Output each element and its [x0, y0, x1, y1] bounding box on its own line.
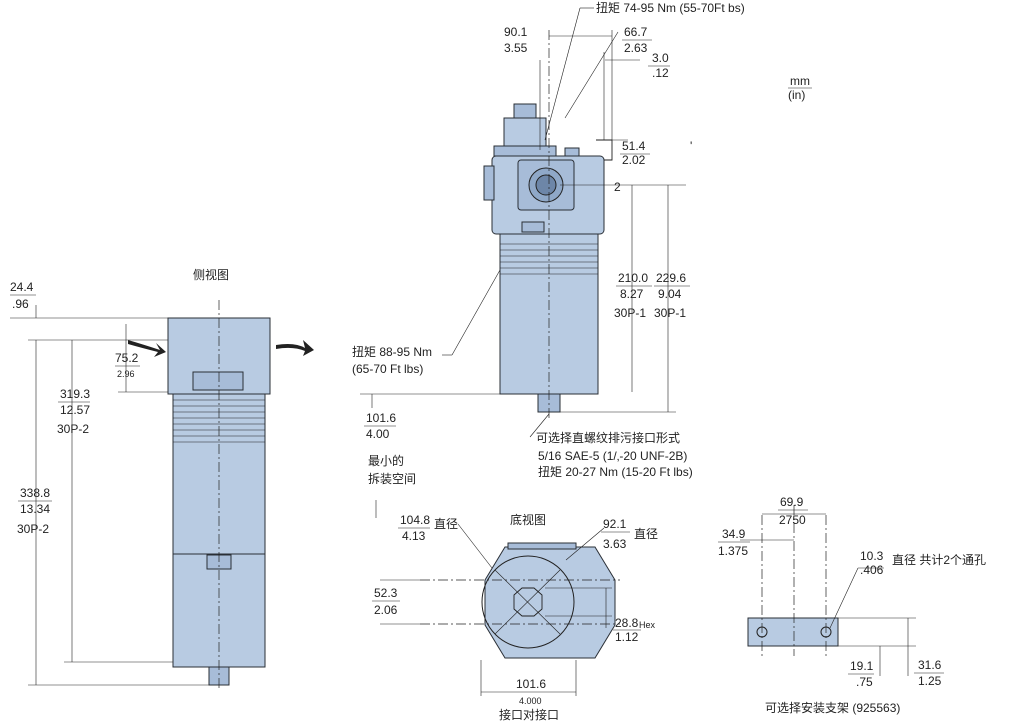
front-dim-offset-mm: 3.0: [652, 51, 669, 65]
front-dim-clear-in: 4.00: [366, 427, 390, 441]
bracket-title: 可选择安装支架 (925563): [765, 700, 900, 715]
front-dim-a-mm: 210.0: [618, 271, 648, 285]
bottom-dim-h-in: 2.06: [374, 603, 398, 617]
front-head-left-port: [483, 165, 495, 201]
front-dim-width-mm: 90.1: [504, 25, 528, 39]
front-tick-mark: ': [690, 139, 692, 153]
front-dim-offset-in: .12: [652, 66, 669, 80]
side-dim-total-in: 13.34: [20, 502, 50, 516]
bottom-dim-h-mm: 52.3: [374, 586, 398, 600]
side-view: 侧视图 24.4 .96: [10, 267, 314, 690]
bottom-port-label: 接口对接口: [499, 707, 559, 722]
front-top-valve: [503, 117, 547, 147]
side-dim-top-in: .96: [12, 297, 29, 311]
bottom-hex: [513, 587, 543, 617]
front-port-label: 2: [614, 180, 621, 194]
bracket-dim-y-mm: 19.1: [850, 659, 874, 673]
front-dim-half-in: 2.63: [624, 41, 648, 55]
bracket-dim-hole-in: .406: [860, 563, 884, 577]
side-bowl: [172, 393, 266, 555]
bracket-dim-hole-mm: 10.3: [860, 549, 884, 563]
bottom-dim-dia2-mm: 92.1: [603, 517, 627, 531]
front-torque-bowl-2: (65-70 Ft lbs): [352, 362, 423, 376]
front-dim-port-mm: 51.4: [622, 139, 646, 153]
bottom-dim-dia2-in: 3.63: [603, 537, 627, 551]
front-dim-b-mm: 229.6: [656, 271, 686, 285]
front-drain-note-1: 可选择直螺纹排污接口形式: [536, 430, 680, 445]
bottom-view: 底视图 104.8 4.13 直径 92.1 3.63 直径 52.3 2.06…: [372, 512, 658, 722]
bottom-dim-dia1-in: 4.13: [402, 529, 426, 543]
front-dim-port-in: 2.02: [622, 153, 646, 167]
bracket-dim-h-in: 1.25: [918, 674, 942, 688]
front-clear-label-2: 拆装空间: [368, 471, 416, 486]
bracket-dim-c-mm: 34.9: [722, 527, 746, 541]
side-dim-inner-model: 30P-2: [57, 422, 89, 436]
flow-out-arrow: [276, 340, 314, 356]
units-label: mm (in): [788, 74, 812, 102]
bottom-top-flange: [507, 542, 577, 550]
front-dim-a-in: 8.27: [620, 287, 644, 301]
units-in: (in): [788, 88, 805, 102]
bracket-dim-w-in: 2750: [779, 513, 806, 527]
front-view: 扭矩 74-95 Nm (55-70Ft bs) 90.1 3.55 66.7 …: [352, 1, 745, 518]
units-mm: mm: [790, 74, 810, 88]
side-label-plate: [192, 371, 244, 391]
side-dim-head-mm: 75.2: [115, 351, 139, 365]
bottom-view-title: 底视图: [510, 512, 546, 527]
front-dim-half-mm: 66.7: [624, 25, 648, 39]
bottom-dim-hex-in: 1.12: [615, 630, 639, 644]
front-drain-note-3: 扭矩 20-27 Nm (15-20 Ft lbs): [538, 465, 693, 479]
bracket-plate: [747, 617, 839, 647]
front-dim-b-model: 30P-1: [654, 306, 686, 320]
front-clear-label-1: 最小的: [368, 453, 404, 468]
bottom-dim-dia1-mm: 104.8: [400, 513, 430, 527]
side-dim-total-model: 30P-2: [17, 522, 49, 536]
side-dim-top-mm: 24.4: [10, 280, 34, 294]
front-dim-clear-mm: 101.6: [366, 411, 396, 425]
bottom-bowl-circle: [481, 555, 575, 649]
side-dim-head-in: 2.96: [117, 369, 135, 379]
bottom-dim-port-in: 4.000: [519, 696, 542, 706]
bracket-dim-w-mm: 69.9: [780, 495, 804, 509]
bottom-dia1-label: 直径: [434, 517, 458, 531]
front-drain-note-2: 5/16 SAE-5 (1/‚-20 UNF-2B): [538, 449, 687, 463]
bottom-hex-label: Hex: [639, 620, 656, 630]
bracket-dim-h-mm: 31.6: [918, 658, 942, 672]
bottom-body: [484, 546, 616, 659]
front-label-plate: [521, 221, 545, 233]
flow-in-arrow: [128, 340, 166, 357]
front-top-nut: [493, 145, 557, 157]
side-dim-total-mm: 338.8: [20, 486, 50, 500]
front-dim-a-model: 30P-1: [614, 306, 646, 320]
side-dim-inner-mm: 319.3: [60, 387, 90, 401]
bottom-dia2-label: 直径: [634, 527, 658, 541]
front-dim-b-in: 9.04: [658, 287, 682, 301]
bracket-view: 69.9 2750 34.9 1.375 10.3 .406 直径 共计2个通孔…: [718, 495, 986, 715]
front-dim-width-in: 3.55: [504, 41, 528, 55]
front-torque-top: 扭矩 74-95 Nm (55-70Ft bs): [596, 1, 745, 15]
bottom-dim-port-mm: 101.6: [516, 677, 546, 691]
bottom-dim-hex-mm: 28.8: [615, 616, 639, 630]
bracket-dim-c-in: 1.375: [718, 544, 748, 558]
side-view-title: 侧视图: [193, 267, 229, 282]
front-torque-bowl-1: 扭矩 88-95 Nm: [352, 345, 432, 359]
bracket-dim-y-in: .75: [856, 675, 873, 689]
bracket-hole-label: 直径 共计2个通孔: [892, 553, 986, 567]
front-port-inner: [535, 174, 557, 196]
side-dim-inner-in: 12.57: [60, 403, 90, 417]
